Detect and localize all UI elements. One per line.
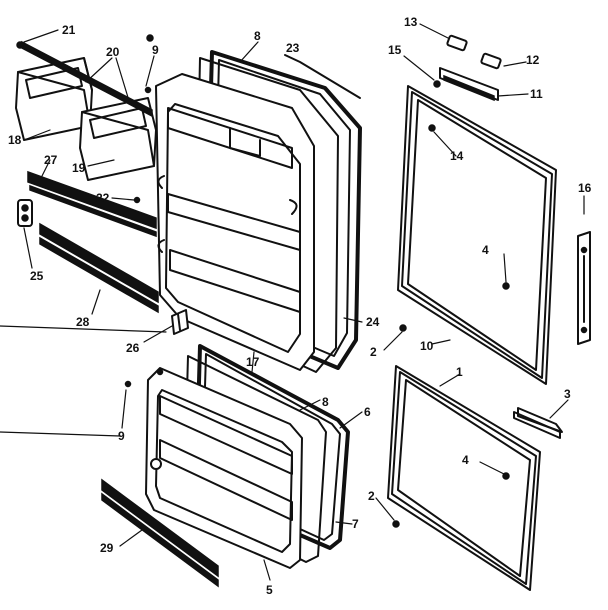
door-shelf-bin-right bbox=[79, 97, 157, 181]
label-9-top: 9 bbox=[152, 43, 159, 57]
screw-9-lower bbox=[124, 380, 132, 388]
hinge-cover-25 bbox=[17, 199, 33, 227]
label-25: 25 bbox=[30, 269, 44, 283]
label-4-upper: 4 bbox=[482, 243, 489, 257]
label-23: 23 bbox=[286, 41, 300, 55]
door-handle-mount-11 bbox=[439, 67, 499, 102]
screw-9-lower-b bbox=[156, 368, 164, 376]
label-12: 12 bbox=[526, 53, 540, 67]
label-22: 22 bbox=[96, 191, 110, 205]
screw-top bbox=[146, 34, 154, 42]
label-2-lower: 2 bbox=[368, 489, 375, 503]
trim-strip-28 bbox=[39, 222, 159, 314]
label-6: 6 bbox=[364, 405, 371, 419]
label-24: 24 bbox=[366, 315, 380, 329]
upper-outer-door-10 bbox=[397, 85, 557, 385]
label-21: 21 bbox=[62, 23, 76, 37]
label-27: 27 bbox=[44, 153, 58, 167]
screw-2-lower bbox=[392, 520, 400, 528]
label-4-lower: 4 bbox=[462, 453, 469, 467]
label-19: 19 bbox=[72, 161, 86, 175]
label-15: 15 bbox=[388, 43, 402, 57]
hinge-16 bbox=[577, 195, 591, 345]
screw-4-lower bbox=[502, 472, 510, 480]
handle-cap-12 bbox=[480, 52, 502, 70]
label-10: 10 bbox=[420, 339, 434, 353]
label-5: 5 bbox=[266, 583, 273, 597]
trim-strip-27 bbox=[27, 170, 157, 238]
part-labels: 21 20 9 8 23 13 15 12 11 14 18 19 27 22 … bbox=[8, 15, 592, 597]
label-11: 11 bbox=[530, 87, 543, 101]
screw-4-upper bbox=[502, 282, 510, 290]
label-8-top: 8 bbox=[254, 29, 261, 43]
label-14: 14 bbox=[450, 149, 464, 163]
label-7: 7 bbox=[352, 517, 359, 531]
label-29: 29 bbox=[100, 541, 114, 555]
handle-cap-13 bbox=[446, 34, 468, 52]
lower-door-liner-5 bbox=[145, 367, 303, 569]
label-13: 13 bbox=[404, 15, 418, 29]
label-8-lower: 8 bbox=[322, 395, 329, 409]
leader-lines bbox=[0, 23, 569, 581]
label-18-left: 18 bbox=[8, 133, 22, 147]
label-1: 1 bbox=[456, 365, 463, 379]
label-26: 26 bbox=[126, 341, 140, 355]
label-16: 16 bbox=[578, 181, 592, 195]
upper-door-liner-17 bbox=[155, 73, 315, 371]
screw-9-upper bbox=[144, 86, 152, 94]
trim-strip-29 bbox=[101, 478, 219, 588]
label-17: 17 bbox=[246, 355, 260, 369]
label-9-lower: 9 bbox=[118, 429, 125, 443]
door-stop-26 bbox=[171, 309, 189, 335]
shelf-retainer-bar-21 bbox=[16, 40, 153, 118]
label-2-upper: 2 bbox=[370, 345, 377, 359]
label-28: 28 bbox=[76, 315, 90, 329]
screw-15 bbox=[433, 80, 441, 88]
lower-outer-door-1 bbox=[387, 365, 541, 591]
screw-2-upper bbox=[399, 324, 407, 332]
label-3: 3 bbox=[564, 387, 571, 401]
label-20: 20 bbox=[106, 45, 120, 59]
screw-14 bbox=[428, 124, 436, 132]
door-handle-3 bbox=[513, 407, 563, 439]
screw-22 bbox=[133, 196, 141, 204]
